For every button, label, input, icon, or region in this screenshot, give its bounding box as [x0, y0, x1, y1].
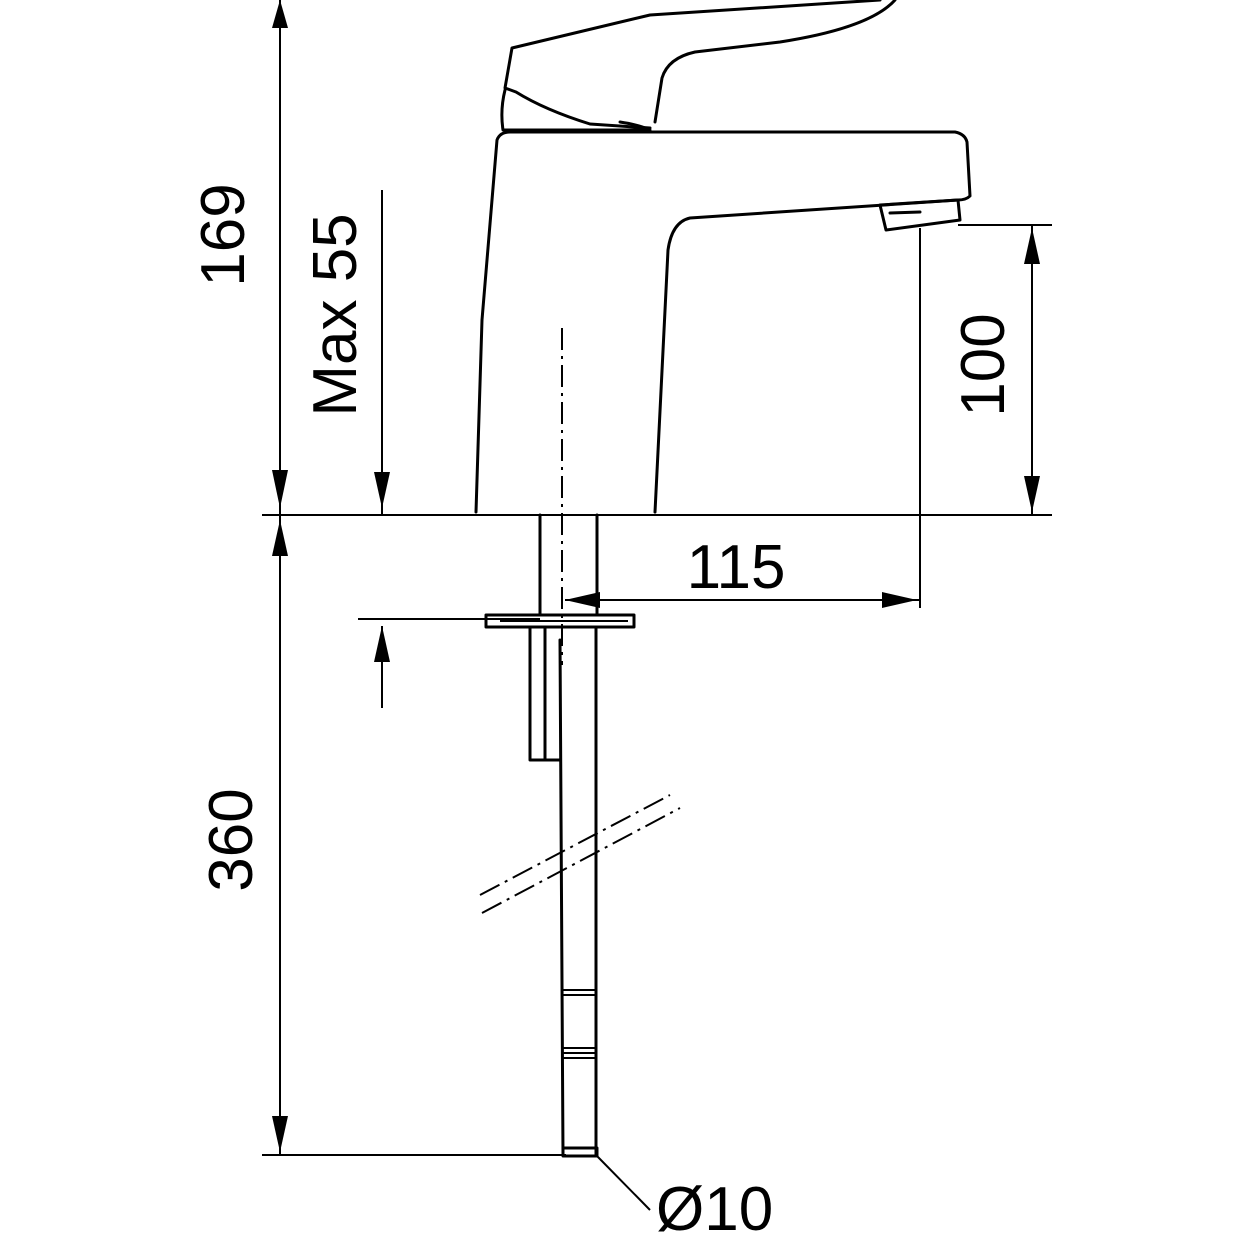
dim-max-deck: Max 55: [301, 190, 540, 708]
break-line-1: [479, 794, 671, 896]
hose-end: [561, 1146, 599, 1158]
dim-100-label: 100: [949, 313, 1018, 416]
spout-outline: [474, 130, 972, 514]
fixing-plate: [484, 613, 636, 629]
dim-115-label: 115: [687, 533, 786, 602]
aerator: [878, 198, 962, 232]
dim-spout-reach: 115: [565, 228, 921, 608]
dim-total-height: 169: [189, 0, 288, 515]
dim-hose-length: 360: [197, 515, 566, 1156]
dim-169-label: 169: [189, 183, 258, 286]
dim-360-label: 360: [197, 788, 266, 891]
hose-fitting: [563, 989, 597, 1059]
dim-diameter-label: Ø10: [656, 1175, 773, 1240]
lever-base: [500, 88, 652, 132]
dim-hose-diameter: Ø10: [595, 1154, 773, 1244]
lever-handle: [503, 0, 897, 130]
faucet-body: [474, 0, 972, 514]
hose-tube: [558, 625, 598, 1157]
dim-spout-height: 100: [949, 224, 1052, 515]
break-line-2: [481, 807, 681, 914]
mounting-assembly: [479, 328, 681, 1158]
dim-max55-label: Max 55: [301, 213, 370, 416]
threaded-stud: [528, 625, 562, 762]
